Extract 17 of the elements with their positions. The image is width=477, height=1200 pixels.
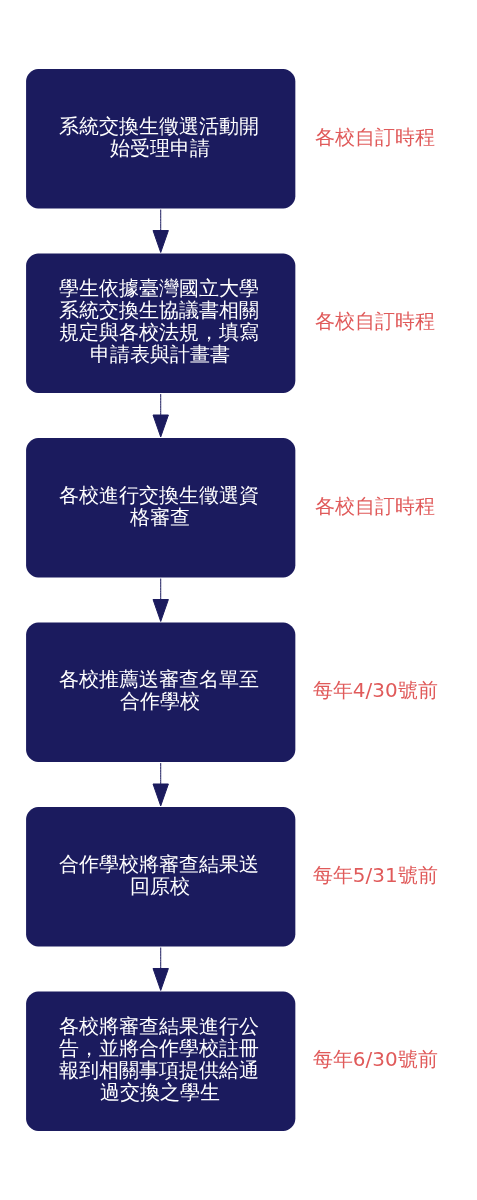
node-label: 每年4/30號前 — [312, 678, 438, 703]
node-box: 各校進行交換生徵選資格審查 — [26, 437, 296, 578]
node-label: 各校自訂時程 — [315, 124, 436, 149]
arrow — [152, 209, 169, 253]
node-label: 每年5/31號前 — [312, 862, 438, 887]
node-label: 各校自訂時程 — [315, 493, 436, 518]
arrow — [152, 947, 169, 991]
node-box: 系統交換生徵選活動開始受理申請 — [26, 68, 296, 209]
node-box: 各校推薦送審查名單至合作學校 — [26, 622, 296, 763]
arrow — [152, 578, 169, 622]
node-box: 各校將審查結果進行公告，並將合作學校註冊報到相關事項提供給通過交換之學生 — [26, 991, 296, 1132]
arrow — [152, 762, 169, 807]
node-box: 學生依據臺灣國立大學系統交換生協議書相關規定與各校法規，填寫申請表與計畫書 — [26, 253, 296, 394]
node-label: 各校自訂時程 — [315, 309, 436, 334]
arrow — [152, 393, 169, 438]
node-label: 每年6/30號前 — [312, 1047, 438, 1072]
node-box: 合作學校將審查結果送回原校 — [26, 806, 296, 947]
